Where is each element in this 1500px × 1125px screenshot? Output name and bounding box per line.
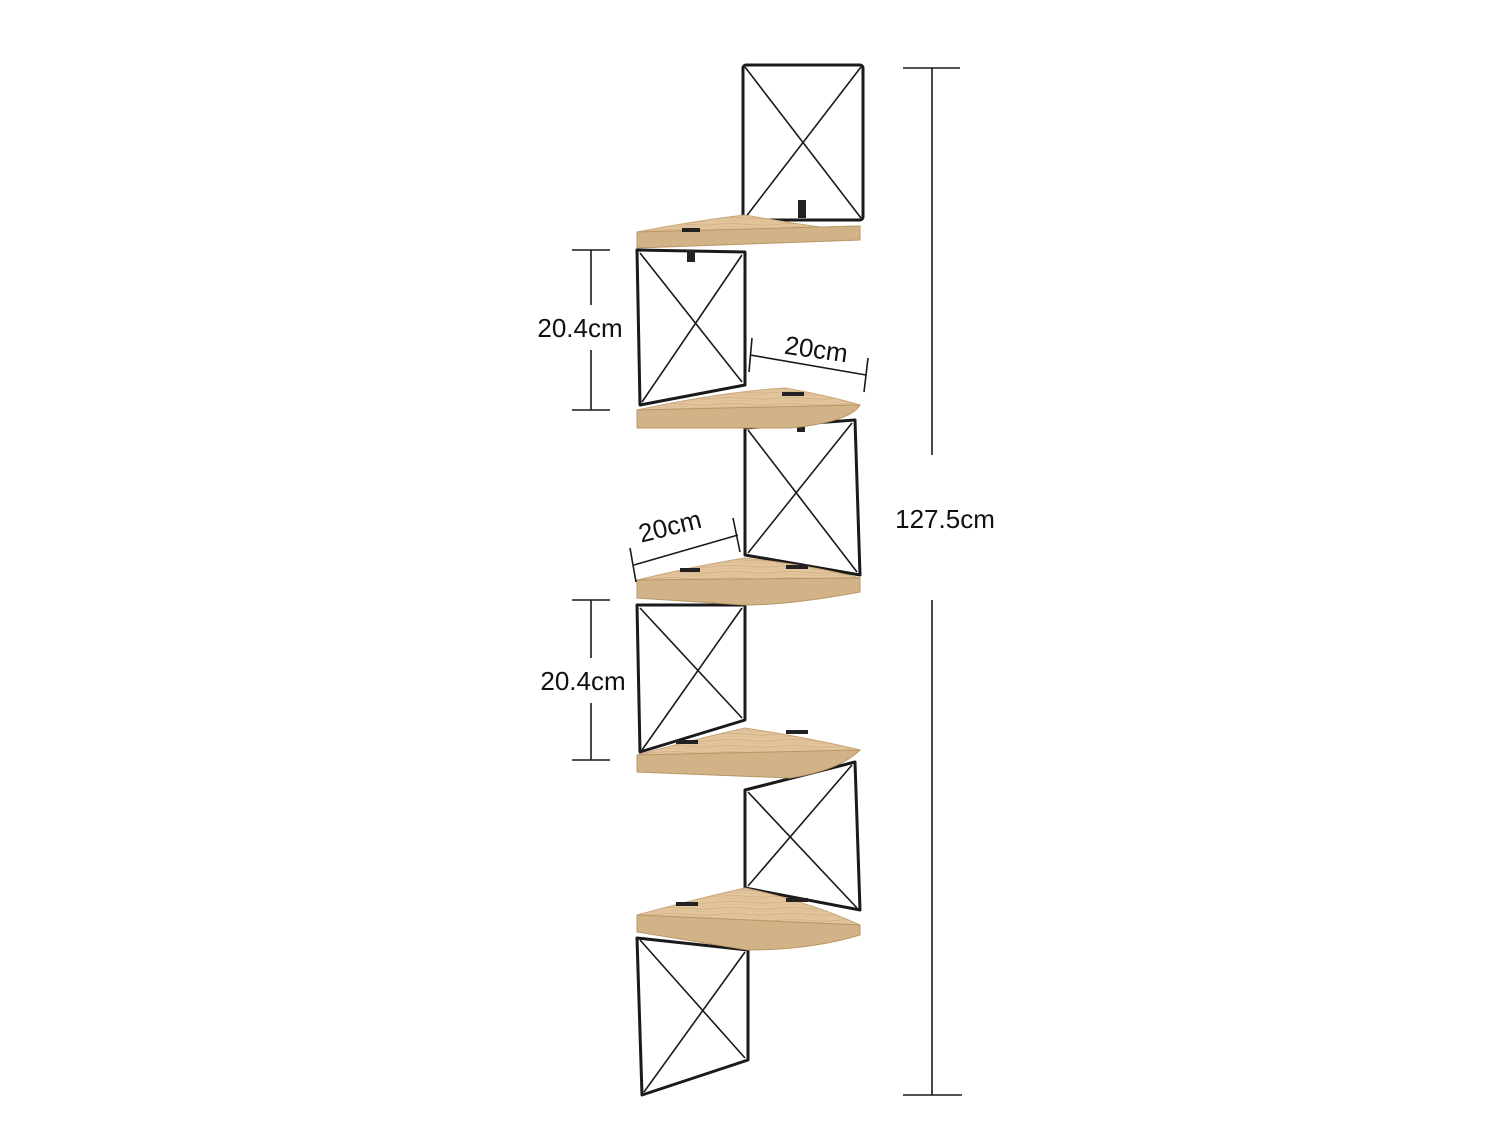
frame-2	[635, 248, 747, 407]
lower-spacing-label: 20.4cm	[540, 666, 625, 696]
upper-spacing-dimension: 20.4cm	[537, 249, 623, 411]
frame-5	[743, 760, 862, 912]
frame-bottom	[635, 936, 750, 1097]
lower-spacing-dimension: 20.4cm	[540, 599, 626, 761]
shelf-4	[636, 727, 862, 779]
depth-right-dimension: 20cm	[748, 330, 869, 393]
shelf-3	[636, 557, 861, 606]
shelf-2	[636, 387, 861, 429]
total-height-dimension: 127.5cm	[895, 67, 995, 1096]
depth-left-label: 20cm	[635, 504, 704, 548]
frame-3	[743, 418, 862, 577]
shelf-1	[636, 214, 861, 249]
upper-spacing-label: 20.4cm	[537, 313, 622, 343]
shelf-5	[636, 887, 861, 951]
frame-top	[741, 63, 865, 222]
total-height-label: 127.5cm	[895, 504, 995, 534]
frame-4	[635, 603, 747, 754]
